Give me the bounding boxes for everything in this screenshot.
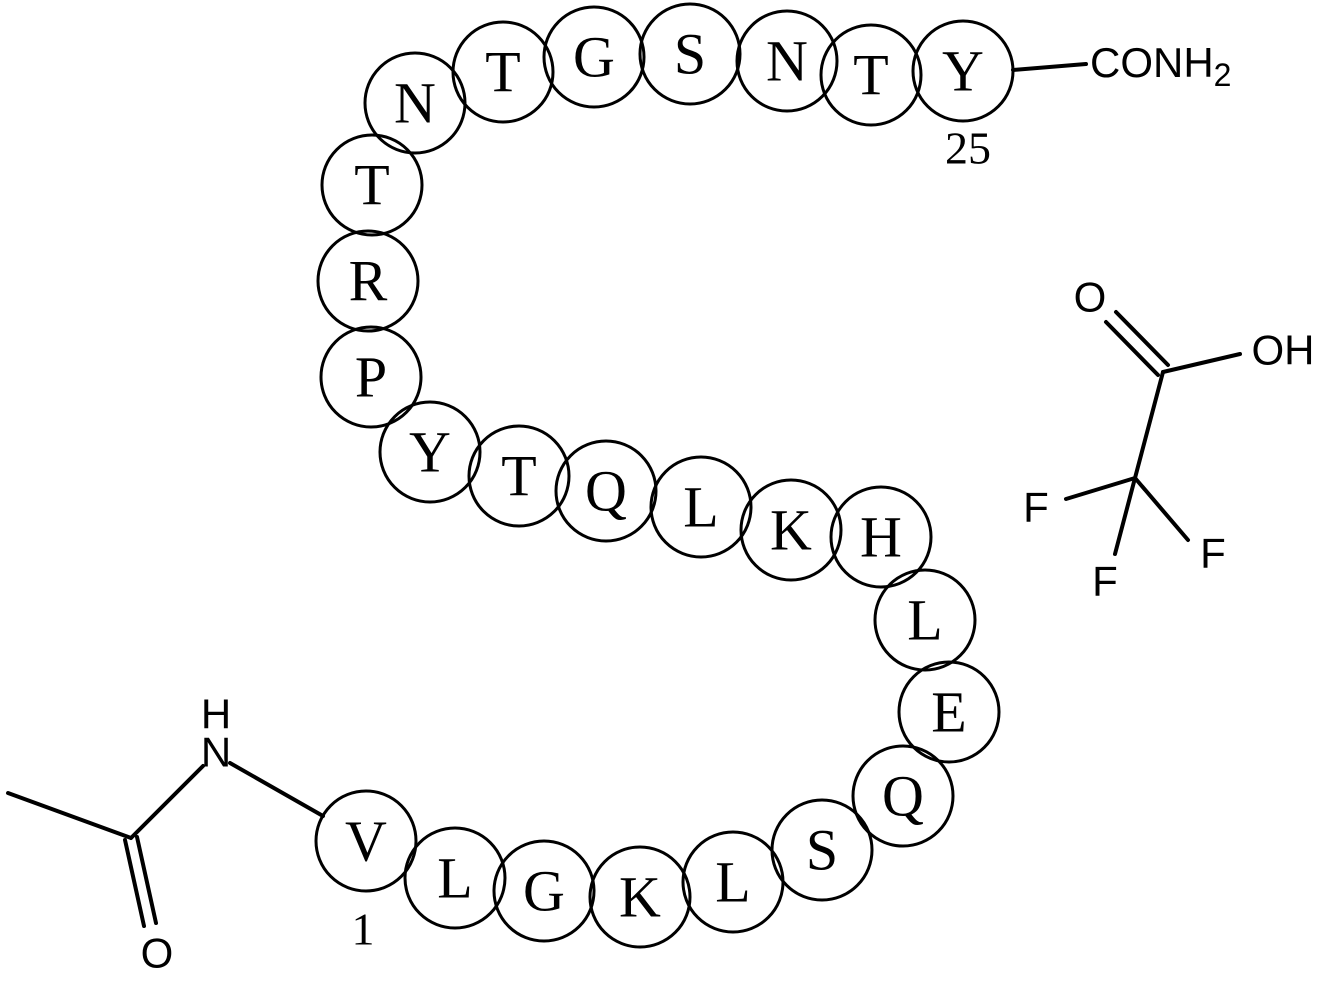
acetyl-carbonyl-o-label: O <box>141 930 174 977</box>
acetyl-amide-n-label: N <box>201 729 231 776</box>
tfa-c1-c2-bond <box>1133 370 1165 480</box>
residue-number-1: 1 <box>352 904 375 955</box>
tfa-c-f-left-bond <box>1064 476 1137 501</box>
tfa-carbonyl-o-label: O <box>1074 274 1107 321</box>
c-terminus-conh-text: CONH <box>1090 39 1214 86</box>
residue-letter-v1: V <box>345 809 387 874</box>
residue-letter-l2: L <box>437 846 472 911</box>
residue-letter-y25: Y <box>942 39 984 104</box>
c-terminus-subscript-text: 2 <box>1214 57 1232 93</box>
residue-letter-t24: T <box>853 43 888 108</box>
tfa-co-double-bond-b <box>1114 310 1170 367</box>
residue-circle-n23 <box>735 9 839 113</box>
residue-letter-n19: N <box>394 71 436 136</box>
residue-circle-h10 <box>829 485 933 589</box>
residue-letter-p16: P <box>355 345 387 410</box>
residue-circle-q13 <box>554 439 658 543</box>
tfa-co-double-bond-a <box>1104 320 1160 377</box>
residue-letter-n23: N <box>766 29 808 94</box>
residue-letter-e8: E <box>931 680 966 745</box>
residue-letter-t18: T <box>354 153 389 218</box>
tfa-c-f-right-bond <box>1133 476 1190 542</box>
acetyl-c-n-bond <box>129 764 205 840</box>
residue-circle-l2 <box>403 826 507 930</box>
residue-letter-t14: T <box>501 444 536 509</box>
residue-circle-g3 <box>492 839 596 943</box>
tfa-hydroxyl-label: OH <box>1252 327 1315 374</box>
residue-letter-r17: R <box>349 249 388 314</box>
residue-circle-y25 <box>911 19 1015 123</box>
residue-letter-l12: L <box>683 475 718 540</box>
residue-circle-l12 <box>649 455 753 559</box>
residue-letter-g21: G <box>573 25 615 90</box>
residue-circle-l9 <box>873 568 977 672</box>
residue-circle-g21 <box>542 5 646 109</box>
residue-letter-q7: Q <box>882 764 924 829</box>
residue-letter-y15: Y <box>409 420 451 485</box>
residue-circle-k4 <box>588 845 692 949</box>
residue-circle-t20 <box>451 20 555 124</box>
residue-letter-q13: Q <box>585 459 627 524</box>
residue-number-25: 25 <box>945 123 991 174</box>
residue-circle-t18 <box>320 133 424 237</box>
y25-to-conh2-bond <box>1011 62 1088 72</box>
acetyl-amide-h-label: H <box>201 691 231 738</box>
residue-letter-t20: T <box>485 40 520 105</box>
residue-letter-h10: H <box>860 505 902 570</box>
residue-circle-y15 <box>378 400 482 504</box>
residue-circle-k11 <box>739 478 843 582</box>
residue-letter-s6: S <box>806 818 838 883</box>
acetyl-co-double-bond-b <box>135 835 158 925</box>
tfa-fluorine-left-label: F <box>1023 484 1049 531</box>
residue-letter-g3: G <box>523 859 565 924</box>
residue-circle-v1 <box>314 789 418 893</box>
residue-letter-l9: L <box>907 588 942 653</box>
residue-letter-k11: K <box>770 498 812 563</box>
residue-letter-l5: L <box>715 850 750 915</box>
amide-n-to-v1-bond <box>228 761 325 818</box>
residue-circle-r17 <box>316 229 420 333</box>
tfa-fluorine-bottom-label: F <box>1092 558 1118 605</box>
residue-circle-s22 <box>638 2 742 106</box>
c-terminus-conh2-label: CONH2 <box>1090 39 1231 94</box>
acetyl-co-double-bond-a <box>123 838 146 928</box>
residue-circle-s6 <box>770 798 874 902</box>
residue-circle-t24 <box>819 23 923 127</box>
residue-circle-q7 <box>851 744 955 848</box>
tfa-c-oh-bond <box>1161 352 1242 374</box>
residue-circle-e8 <box>897 660 1001 764</box>
residue-letter-s22: S <box>674 22 706 87</box>
tfa-fluorine-right-label: F <box>1200 530 1226 577</box>
acetyl-methyl-bond <box>6 791 133 840</box>
residue-circle-p16 <box>319 325 423 429</box>
residue-letter-k4: K <box>619 865 661 930</box>
tfa-c-f-bottom-bond <box>1113 476 1137 556</box>
residue-circle-t14 <box>467 424 571 528</box>
